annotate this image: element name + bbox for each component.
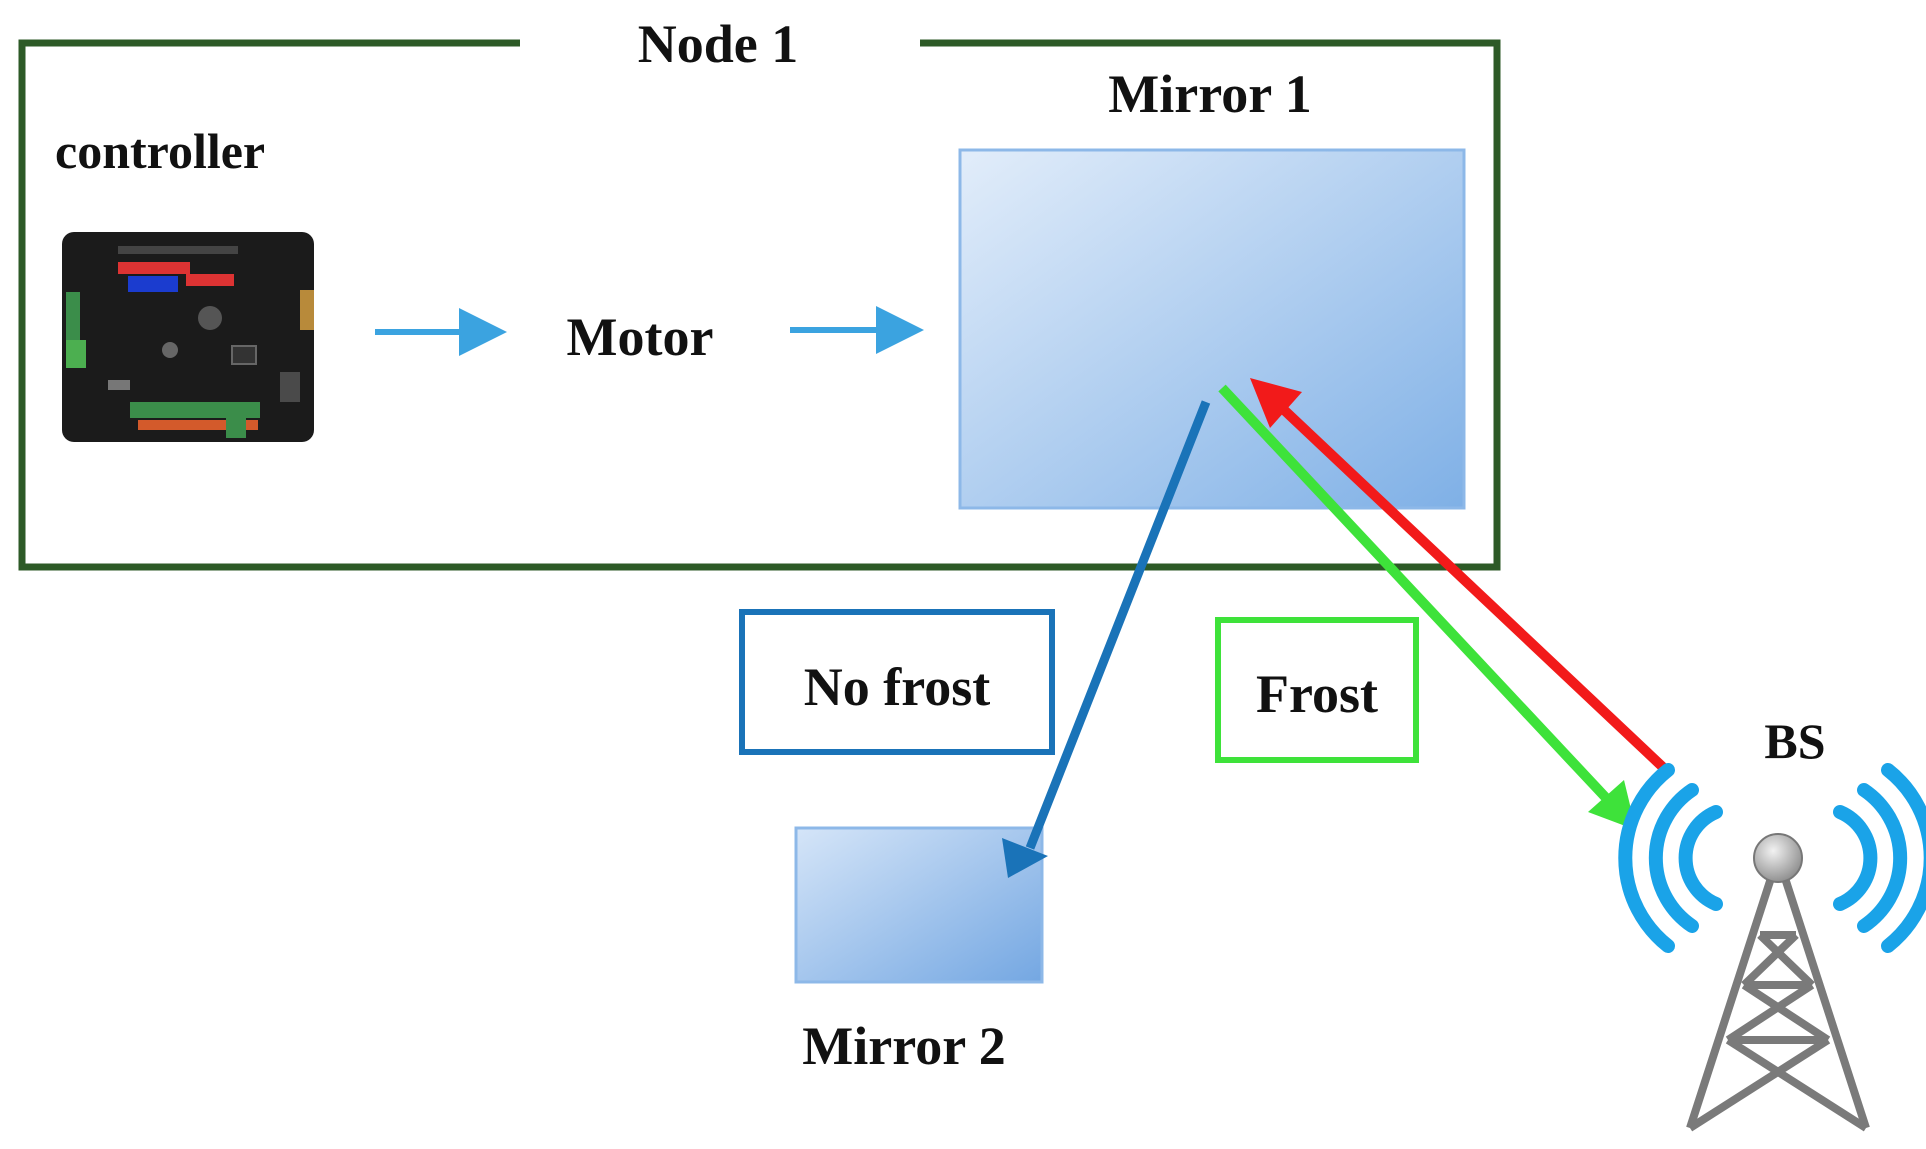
- circuit-board-icon: [62, 232, 314, 442]
- incoming-signal-arrow: [1250, 378, 1672, 776]
- no-frost-reflection-arrow: [1002, 400, 1211, 878]
- mirror-2: [794, 826, 1044, 984]
- frost-reflection-arrow: [1218, 384, 1636, 830]
- node-title: Node 1: [638, 14, 799, 74]
- radio-tower-icon: [1618, 763, 1926, 1132]
- frost-label: Frost: [1256, 664, 1378, 724]
- mirror-2-label: Mirror 2: [802, 1016, 1005, 1076]
- node-frame: [18, 39, 1501, 571]
- frost-box: [1215, 617, 1419, 763]
- controller-label: controller: [55, 123, 265, 179]
- mirror-1-label: Mirror 1: [1108, 64, 1311, 124]
- no-frost-box: [739, 609, 1055, 755]
- no-frost-label: No frost: [804, 657, 990, 717]
- motor-label: Motor: [567, 307, 714, 367]
- mirror-1: [958, 148, 1466, 510]
- bs-label: BS: [1764, 713, 1825, 769]
